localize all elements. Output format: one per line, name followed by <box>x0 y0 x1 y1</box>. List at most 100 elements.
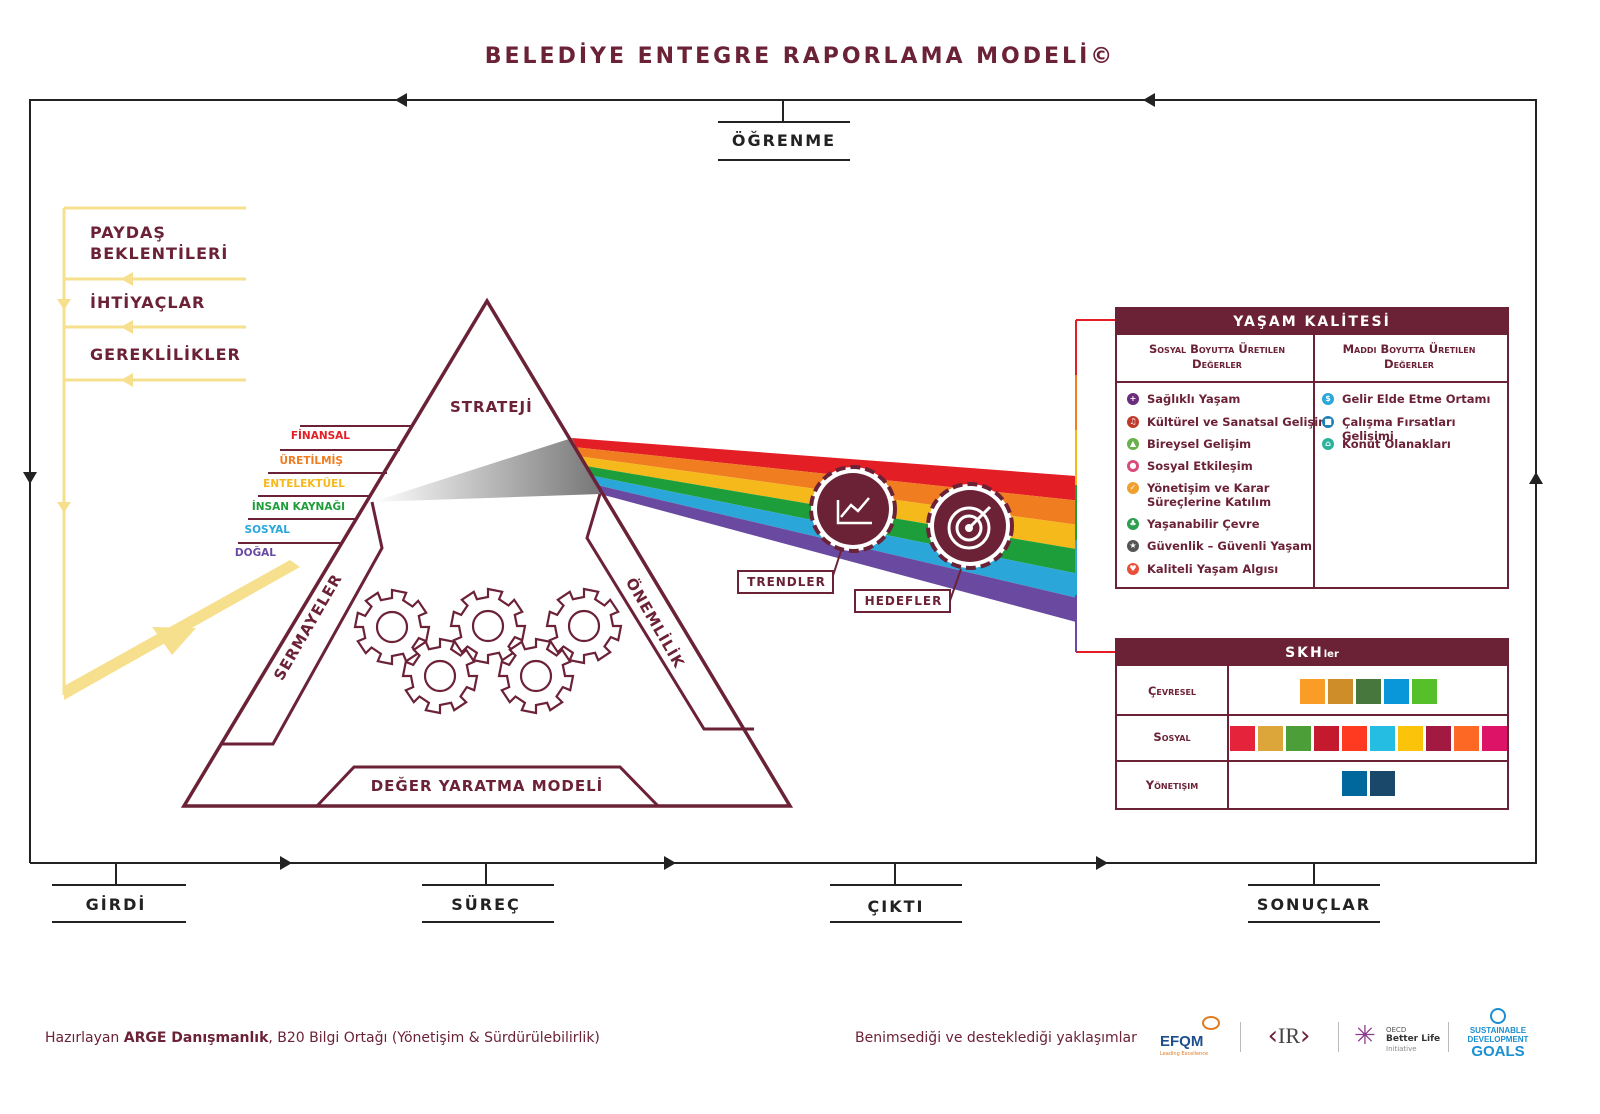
stakeholder-needs: İHTİYAÇLAR <box>90 293 206 312</box>
gear-hub <box>519 659 553 693</box>
quality-of-life-title: YAŞAM KALİTESİ <box>1117 309 1507 335</box>
ir-logo-right-bracket-icon: › <box>1300 1021 1311 1051</box>
income-icon: $ <box>1322 393 1334 405</box>
feedback-loop-frame <box>29 99 1537 923</box>
sdg-goal-icon <box>1313 726 1339 751</box>
gear-icon <box>545 587 623 665</box>
sdg-goal-icon <box>1229 726 1255 751</box>
logo-separator <box>1448 1022 1449 1052</box>
logo-separator <box>1338 1022 1339 1052</box>
panel-divider <box>1313 335 1315 587</box>
sdg-goal-icon <box>1257 726 1283 751</box>
stage-outcomes: SONUÇLAR <box>1256 895 1372 914</box>
efqm-swirl-icon <box>1202 1016 1220 1030</box>
learning-label: ÖĞRENME <box>731 131 837 150</box>
capital-lines <box>238 425 413 544</box>
efqm-logo-sub: Leading Excellence <box>1160 1051 1209 1057</box>
culture-icon: ♫ <box>1127 416 1139 428</box>
sdg-title: SKHler <box>1117 640 1507 666</box>
sdg-goal-icon <box>1397 726 1423 751</box>
sdg-logo: SUSTAINABLE DEVELOPMENT GOALS <box>1462 1008 1534 1060</box>
gear-icon <box>353 588 431 666</box>
capital-manufactured: ÜRETİLMİŞ <box>279 455 343 467</box>
social-item: ●Sosyal Etkileşim <box>1127 459 1253 473</box>
oecd-logo: ✳ OECD Better Life Initiative <box>1354 1020 1440 1056</box>
sdg-goal-icon <box>1341 726 1367 751</box>
material-item-label: Çalışma Fırsatları Gelişimi <box>1342 415 1456 443</box>
gear-hub <box>423 659 457 693</box>
work-icon: ■ <box>1322 416 1334 428</box>
stakeholder-lines <box>62 206 246 695</box>
page-title: BELEDİYE ENTEGRE RAPORLAMA MODELİ© <box>484 44 1116 69</box>
sdg-title-text: SKH <box>1285 645 1324 661</box>
gear-icon <box>401 637 479 715</box>
sdg-goal-icon <box>1327 679 1353 704</box>
stakeholder-requirements: GEREKLİLİKLER <box>90 345 241 364</box>
strategy-label: STRATEJİ <box>450 398 533 416</box>
sdg-row-rule <box>1117 714 1507 716</box>
footer-company: ARGE Danışmanlık <box>123 1030 269 1046</box>
heart-icon: ♥ <box>1127 563 1139 575</box>
gears-group <box>353 587 623 715</box>
sdg-logo-line-1: SUSTAINABLE <box>1469 1026 1527 1035</box>
sdg-row-rule <box>1117 760 1507 762</box>
incoming-light-beam <box>372 438 600 502</box>
rainbow-band <box>572 438 1076 501</box>
social-item: ★Güvenlik – Güvenli Yaşam <box>1127 539 1312 553</box>
stakeholder-arrowheads <box>57 272 300 700</box>
sdg-row-label: Sosyal <box>1153 730 1191 744</box>
material-item-label: Gelir Elde Etme Ortamı <box>1342 392 1491 406</box>
value-model-label: DEĞER YARATMA MODELİ <box>370 777 604 795</box>
targets-label: HEDEFLER <box>864 594 943 608</box>
sdg-title-suffix: ler <box>1323 649 1339 660</box>
social-item: +Sağlıklı Yaşam <box>1127 392 1240 406</box>
oecd-line-1: OECD <box>1386 1026 1407 1034</box>
rainbow-band <box>595 484 1076 622</box>
stage-output: ÇIKTI <box>867 897 925 916</box>
social-item: ♫Kültürel ve Sanatsal Gelişim <box>1127 415 1330 429</box>
stage-process: SÜREÇ <box>451 895 521 914</box>
sdg-goal-icon <box>1453 726 1479 751</box>
capital-natural: DOĞAL <box>234 547 276 559</box>
social-item-label: Bireysel Gelişim <box>1147 437 1252 451</box>
oecd-line-2: Better Life <box>1386 1034 1441 1044</box>
quality-of-life-panel: YAŞAM KALİTESİ Sosyal Boyutta Üretilen D… <box>1115 307 1509 589</box>
vote-icon: ✓ <box>1127 482 1139 494</box>
un-emblem-icon <box>1490 1008 1506 1024</box>
tree-icon: ♣ <box>1127 518 1139 530</box>
stakeholder-expectations: PAYDAŞ BEKLENTİLERİ <box>90 223 229 263</box>
social-item-label: Yönetişim ve Karar Süreçlerine Katılım <box>1147 481 1272 509</box>
oecd-flower-icon: ✳ <box>1354 1021 1376 1051</box>
sdg-panel: SKHler Çevresel Sosyal Yönetişim <box>1115 638 1509 810</box>
social-values-header: Sosyal Boyutta Üretilen Değerler <box>1148 342 1286 371</box>
gear-icon <box>449 587 527 665</box>
footer-prefix: Hazırlayan <box>45 1030 120 1046</box>
gear-hub <box>567 609 601 643</box>
gear-hub <box>471 609 505 643</box>
sdg-goal-icon <box>1383 679 1409 704</box>
house-icon: ⌂ <box>1322 438 1334 450</box>
efqm-logo-text: EFQM <box>1160 1033 1204 1050</box>
prism-triangle <box>180 297 794 808</box>
safety-icon: ★ <box>1127 540 1139 552</box>
trends-label: TRENDLER <box>747 575 826 589</box>
sdg-goal-icon <box>1355 679 1381 704</box>
material-item: ■ Çalışma Fırsatları Gelişimi <box>1322 415 1507 443</box>
sdg-goal-icon <box>1285 726 1311 751</box>
sdg-goal-icon <box>1369 726 1395 751</box>
panel-header-rule <box>1117 381 1507 383</box>
ir-logo: ‹IR› <box>1258 1018 1320 1054</box>
sdg-goal-icon <box>1411 679 1437 704</box>
sdg-goal-icon <box>1481 726 1507 751</box>
social-item: ♥Kaliteli Yaşam Algısı <box>1127 562 1278 576</box>
trends-circle <box>809 465 897 553</box>
social-item: ▲Bireysel Gelişim <box>1127 437 1251 451</box>
material-item: ⌂Konut Olanakları <box>1322 437 1451 451</box>
sdg-goal-icon <box>1299 679 1325 704</box>
loop-arrowheads <box>23 93 1543 870</box>
people-icon: ● <box>1127 460 1139 472</box>
callout-boxes <box>737 570 951 613</box>
sdg-logo-line-3: GOALS <box>1471 1043 1525 1060</box>
social-item: ♣Yaşanabilir Çevre <box>1127 517 1260 531</box>
gear-hub <box>375 610 409 644</box>
